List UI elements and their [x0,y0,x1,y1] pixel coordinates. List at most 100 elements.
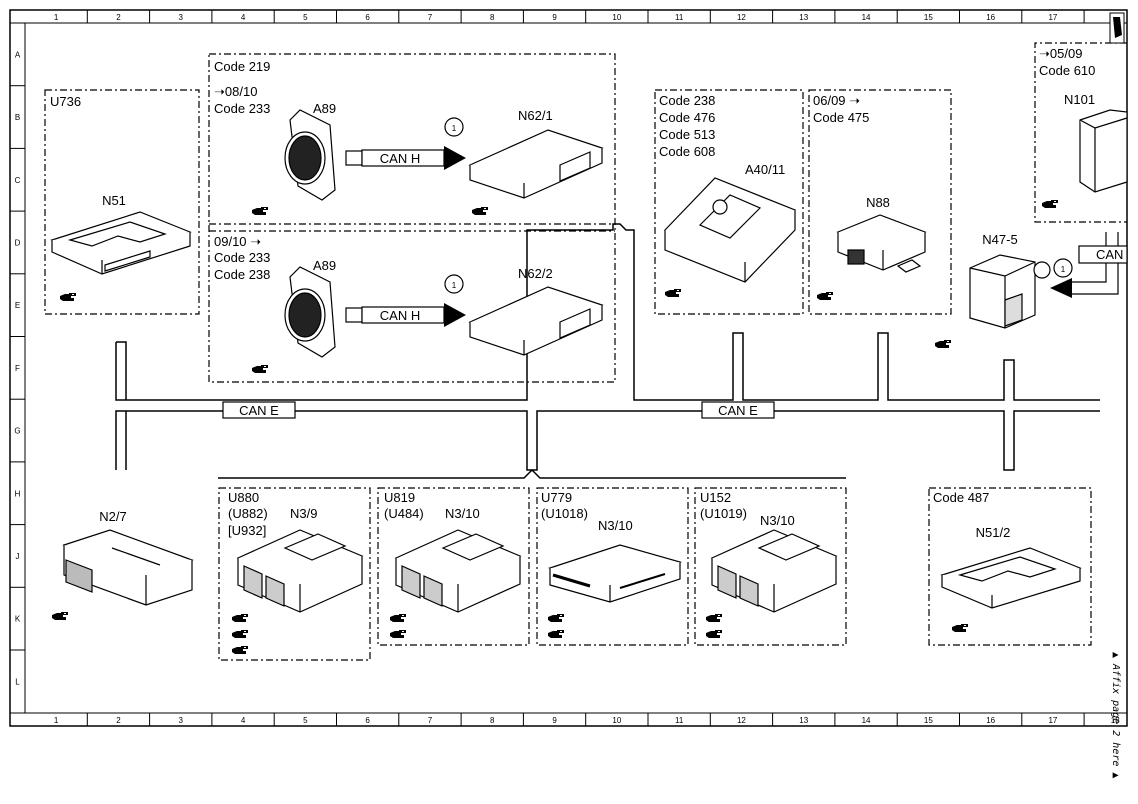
column-label: 9 [552,13,557,22]
column-label: 16 [986,716,995,725]
column-label: 8 [490,13,495,22]
column-label: 5 [303,13,308,22]
column-label: 18 [1111,716,1120,725]
row-tick-marks [10,85,25,651]
column-label: 8 [490,716,495,725]
group-engine-1: U880 (U882) [U932] N3/9 [218,487,371,661]
column-label: 17 [1048,716,1057,725]
arrow-left-icon [1050,278,1072,298]
can-h-label-lower: CAN H [380,308,420,323]
group-code219: Code 219 ➝08/10 Code 233 A89 N62/1 CAN H… [208,53,616,383]
can-e-label-right: CAN E [718,403,758,418]
module-n101-illustration [1079,109,1128,193]
component-n47-5: N47-5 [982,232,1017,247]
code219-lower-line-1: 09/10 ➝ [214,234,261,249]
hand-pointer-icon [472,207,488,215]
can-label: CAN [1096,247,1123,262]
can-e-label-box-left [222,401,296,419]
connector-marker-icon [444,274,464,294]
group-code238: Code 238 Code 476 Code 513 Code 608 A40/… [654,89,804,315]
component-a89-lower: A89 [313,258,336,273]
row-label: C [15,176,21,185]
group-u736-title: U736 [50,94,81,109]
component-n101: N101 [1064,92,1095,107]
component-n51: N51 [102,193,126,208]
column-tick-marks [86,10,1085,726]
group-esp: N47-5 CAN 1 [935,232,1128,348]
group-u736: U736 N51 [44,89,200,315]
component-n3-9: N3/9 [290,506,317,521]
column-label: 7 [428,716,433,725]
column-label: 3 [179,13,184,22]
group-engine-3: U779 (U1018) N3/10 [536,487,689,646]
code610-line-2: Code 610 [1039,63,1095,78]
row-label: H [15,489,21,498]
can-h-stub-upper [345,150,363,166]
hand-pointer-icon [60,293,76,301]
ecu-n3-9-illustration [236,529,364,613]
column-label: 16 [986,13,995,22]
ecu-n3-10-b-illustration [547,544,683,603]
affix-note-text: ▲ Affix page 2 here ▲ [1110,652,1121,778]
component-n62-2: N62/2 [518,266,553,281]
row-label: G [14,427,20,436]
code238-line-1: Code 238 [659,93,715,108]
engine-2-line-1: U819 [384,490,415,505]
component-n62-1: N62/1 [518,108,553,123]
code475-line-2: Code 475 [813,110,869,125]
code219-upper-line-1: ➝08/10 [214,84,257,99]
component-n3-10-c: N3/10 [760,513,795,528]
hand-pointer-icon [935,340,951,348]
code219-upper-line-2: Code 233 [214,101,270,116]
hand-pointer-icon [706,614,722,622]
column-label: 1 [54,716,59,725]
hand-pointer-icon [390,630,406,638]
hand-pointer-icon [232,630,248,638]
column-label: 13 [799,13,808,22]
column-label: 1 [54,13,59,22]
code219-lower-line-3: Code 238 [214,267,270,282]
code219-lower-line-2: Code 233 [214,250,270,265]
column-label: 14 [862,716,871,725]
column-label: 6 [365,716,370,725]
column-label: 13 [799,716,808,725]
row-label: F [15,364,20,373]
hand-pointer-icon [232,646,248,654]
column-label: 5 [303,716,308,725]
hand-pointer-icon [232,614,248,622]
engine-1-line-2: (U882) [228,506,268,521]
code475-line-1: 06/09 ➝ [813,93,860,108]
group-code219-title: Code 219 [214,59,270,74]
row-label: B [15,113,20,122]
engine-3-line-1: U779 [541,490,572,505]
column-label: 15 [924,716,933,725]
column-label: 12 [737,716,746,725]
hand-pointer-icon [952,624,968,632]
module-n62-2-illustration [468,286,604,356]
code610-line-1: ➝05/09 [1039,46,1082,61]
can-e-label-left: CAN E [239,403,279,418]
group-engine-4: U152 (U1019) N3/10 [694,487,847,646]
engine-4-line-1: U152 [700,490,731,505]
code238-line-2: Code 476 [659,110,715,125]
code238-line-4: Code 608 [659,144,715,159]
column-label: 12 [737,13,746,22]
arrow-right-icon [444,146,466,170]
ecu-n3-10-c-illustration [710,529,838,613]
column-label: 7 [428,13,433,22]
component-a89-upper: A89 [313,101,336,116]
column-label: 15 [924,13,933,22]
column-label: 3 [179,716,184,725]
can-label-box [1078,245,1128,264]
display-a40-11-illustration [663,177,797,283]
row-label: D [15,238,21,247]
can-e-bus [115,223,1100,479]
row-label: L [15,677,20,686]
can-h-stub-lower [345,307,363,323]
component-n2-7: N2/7 [99,509,126,524]
module-n62-1-illustration [468,129,604,199]
control-unit-n51-illustration [50,211,192,275]
arrow-right-icon [444,303,466,327]
row-label: E [15,301,20,310]
